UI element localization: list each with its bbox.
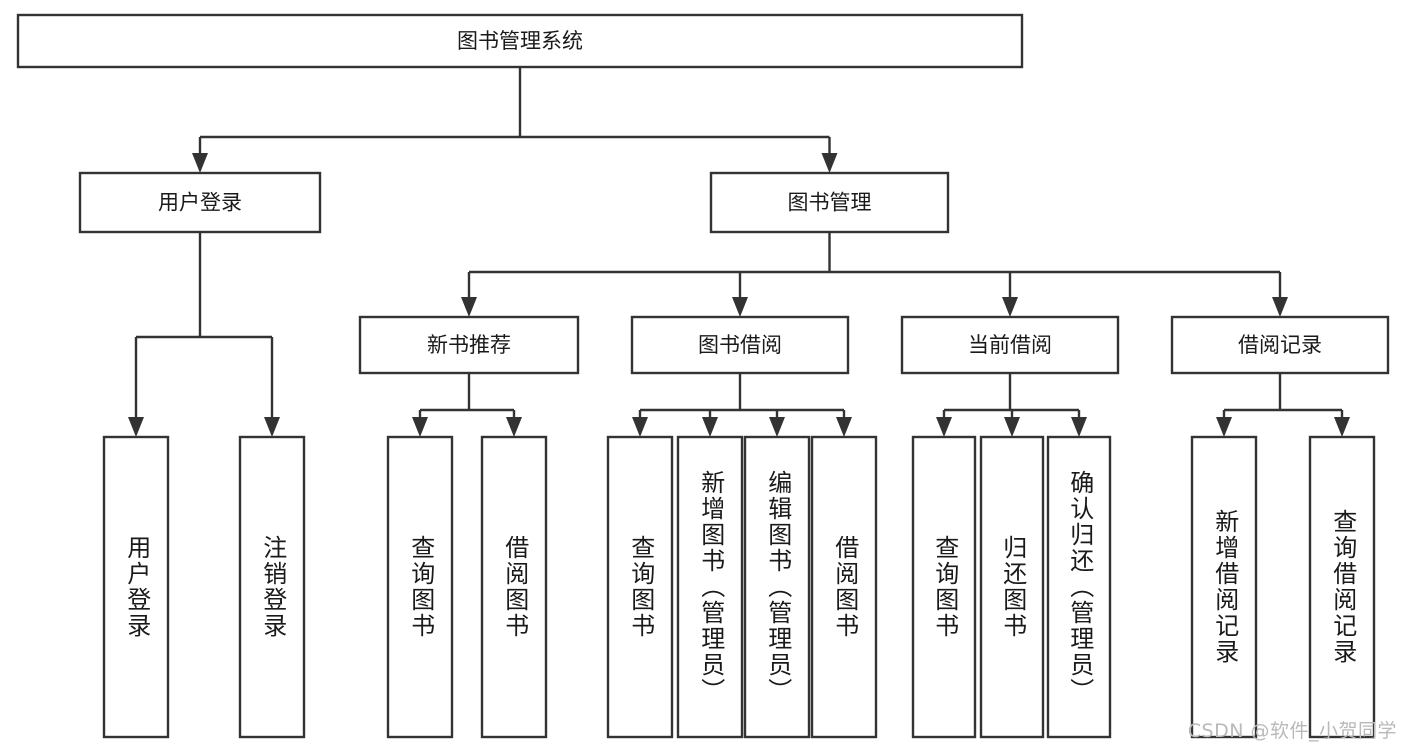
node-box-leaf-borrow-book-1[interactable] xyxy=(480,435,548,739)
edge-borrow-record-to-leaf-add-borrow-record-arrow-icon xyxy=(1216,417,1232,437)
node-label-new-book-recommend: 新书推荐 xyxy=(427,333,511,357)
edge-root-to-user-login-arrow-icon xyxy=(192,153,208,173)
node-label-user-login: 用户登录 xyxy=(158,191,242,215)
node-box-leaf-query-borrow-record[interactable] xyxy=(1308,435,1376,739)
node-box-book-borrow[interactable] xyxy=(630,315,850,375)
edge-current-borrow-to-leaf-return-book-arrow-icon xyxy=(1004,417,1020,437)
node-box-leaf-borrow-book-2[interactable] xyxy=(810,435,878,739)
edge-user-login-to-leaf-logout-login-arrow-icon xyxy=(264,417,280,437)
node-label-current-borrow: 当前借阅 xyxy=(968,333,1052,357)
edge-root-to-book-manage-arrow-icon xyxy=(821,153,838,173)
edge-book-borrow-to-leaf-add-book-admin-arrow-icon xyxy=(702,417,718,437)
node-box-leaf-edit-book-admin[interactable] xyxy=(743,435,811,739)
edge-new-book-recommend-to-leaf-query-book-1-arrow-icon xyxy=(412,417,428,437)
node-label-borrow-record: 借阅记录 xyxy=(1238,333,1322,357)
edge-borrow-record-to-leaf-query-borrow-record-arrow-icon xyxy=(1334,417,1350,437)
csdn-watermark: CSDN @软件_小贺同学 xyxy=(1187,720,1397,742)
edge-user-login-to-leaf-user-login-arrow-icon xyxy=(128,417,144,437)
edge-book-borrow-to-leaf-edit-book-admin-arrow-icon xyxy=(769,417,785,437)
node-box-leaf-logout-login[interactable] xyxy=(238,435,306,739)
node-box-leaf-query-book-1[interactable] xyxy=(386,435,454,739)
edge-book-manage-to-current-borrow-arrow-icon xyxy=(1002,297,1018,317)
edges-layer xyxy=(128,67,1350,437)
node-box-leaf-add-borrow-record[interactable] xyxy=(1190,435,1258,739)
node-box-book-manage[interactable] xyxy=(709,171,950,234)
edge-book-manage-to-book-borrow-arrow-icon xyxy=(732,297,748,317)
node-box-user-login[interactable] xyxy=(78,171,322,234)
node-box-leaf-query-book-3[interactable] xyxy=(911,435,977,739)
edge-new-book-recommend-to-leaf-borrow-book-1-arrow-icon xyxy=(506,417,522,437)
node-box-leaf-user-login[interactable] xyxy=(102,435,170,739)
node-label-book-manage: 图书管理 xyxy=(788,191,872,215)
edge-book-manage-to-borrow-record-arrow-icon xyxy=(1272,297,1288,317)
node-box-borrow-record[interactable] xyxy=(1170,315,1390,375)
edge-book-borrow-to-leaf-borrow-book-2-arrow-icon xyxy=(836,417,852,437)
node-box-root[interactable] xyxy=(16,13,1024,69)
boxes-layer xyxy=(16,13,1390,739)
node-box-leaf-confirm-return-admin[interactable] xyxy=(1046,435,1112,739)
edge-book-manage-to-new-book-recommend-arrow-icon xyxy=(461,297,477,317)
node-box-leaf-query-book-2[interactable] xyxy=(606,435,674,739)
edge-current-borrow-to-leaf-confirm-return-admin-arrow-icon xyxy=(1071,417,1087,437)
node-box-new-book-recommend[interactable] xyxy=(358,315,580,375)
node-label-book-borrow: 图书借阅 xyxy=(698,333,782,357)
edge-current-borrow-to-leaf-query-book-3-arrow-icon xyxy=(936,417,952,437)
node-label-root: 图书管理系统 xyxy=(457,29,583,53)
node-box-current-borrow[interactable] xyxy=(900,315,1120,375)
node-box-leaf-add-book-admin[interactable] xyxy=(676,435,744,739)
node-box-leaf-return-book[interactable] xyxy=(979,435,1045,739)
edge-book-borrow-to-leaf-query-book-2-arrow-icon xyxy=(632,417,648,437)
